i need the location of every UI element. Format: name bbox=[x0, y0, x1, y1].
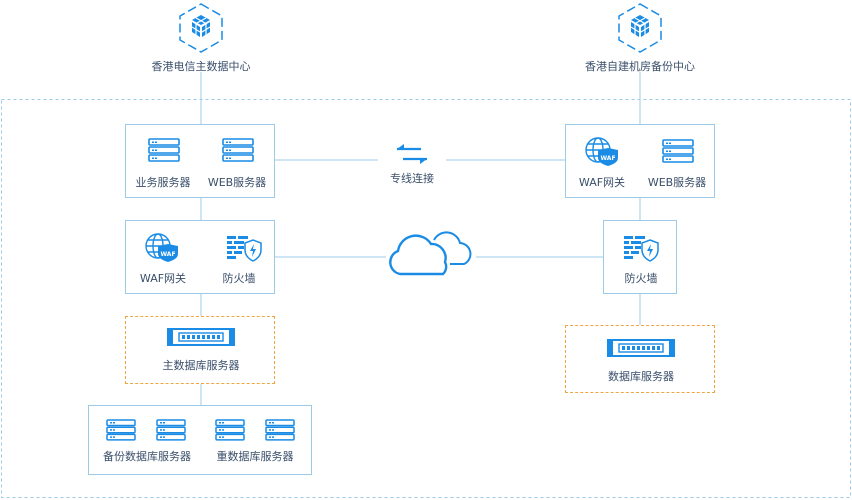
firewall-icon bbox=[226, 234, 262, 266]
datacenter-region-outline bbox=[1, 99, 851, 498]
server-icon bbox=[156, 419, 186, 445]
right-db-label: 数据库服务器 bbox=[608, 370, 674, 383]
primary-datacenter-cube-icon bbox=[176, 2, 226, 54]
left-web-tier-box: 业务服务器 WEB服务器 bbox=[125, 124, 275, 198]
waf-badge-text: WAF bbox=[600, 155, 615, 162]
cloud-icon bbox=[384, 228, 478, 278]
exchange-arrows-icon bbox=[391, 143, 433, 165]
server-icon bbox=[106, 419, 136, 445]
backup-site-label: 香港自建机房备份中心 bbox=[585, 60, 695, 73]
waf-globe-icon: WAF bbox=[584, 136, 620, 170]
right-security-box: 防火墙 bbox=[603, 220, 677, 294]
server-icon bbox=[222, 138, 254, 166]
dedicated-link-label: 专线连接 bbox=[390, 172, 434, 185]
main-db-label: 主数据库服务器 bbox=[162, 359, 240, 372]
left-firewall-label: 防火墙 bbox=[222, 272, 256, 285]
backup-db-server-label: 备份数据库服务器 bbox=[103, 450, 191, 463]
left-security-box: WAF WAF网关 防火墙 bbox=[125, 220, 275, 294]
redundant-db-server-label: 重数据库服务器 bbox=[216, 450, 294, 463]
right-web-tier-box: WAF WAF网关 WEB服务器 bbox=[565, 124, 715, 198]
right-db-box: 数据库服务器 bbox=[565, 325, 715, 393]
primary-site-label: 香港电信主数据中心 bbox=[151, 60, 251, 73]
right-waf-label: WAF网关 bbox=[578, 176, 626, 189]
right-firewall-label: 防火墙 bbox=[624, 272, 658, 285]
firewall-icon bbox=[623, 234, 659, 266]
left-business-server-label: 业务服务器 bbox=[135, 176, 191, 189]
server-icon bbox=[662, 139, 694, 167]
waf-globe-icon: WAF bbox=[144, 232, 180, 266]
rack-server-icon bbox=[167, 328, 235, 350]
rack-server-icon bbox=[607, 339, 675, 361]
right-web-server-label: WEB服务器 bbox=[647, 176, 707, 189]
backup-datacenter-cube-icon bbox=[615, 2, 665, 54]
server-icon bbox=[148, 138, 180, 166]
server-icon bbox=[215, 419, 245, 445]
server-icon bbox=[265, 419, 295, 445]
main-db-box: 主数据库服务器 bbox=[125, 316, 275, 384]
backup-db-box: 备份数据库服务器 重数据库服务器 bbox=[88, 405, 312, 475]
left-waf-label: WAF网关 bbox=[139, 272, 187, 285]
waf-badge-text: WAF bbox=[160, 251, 175, 258]
left-web-server-label: WEB服务器 bbox=[207, 176, 267, 189]
